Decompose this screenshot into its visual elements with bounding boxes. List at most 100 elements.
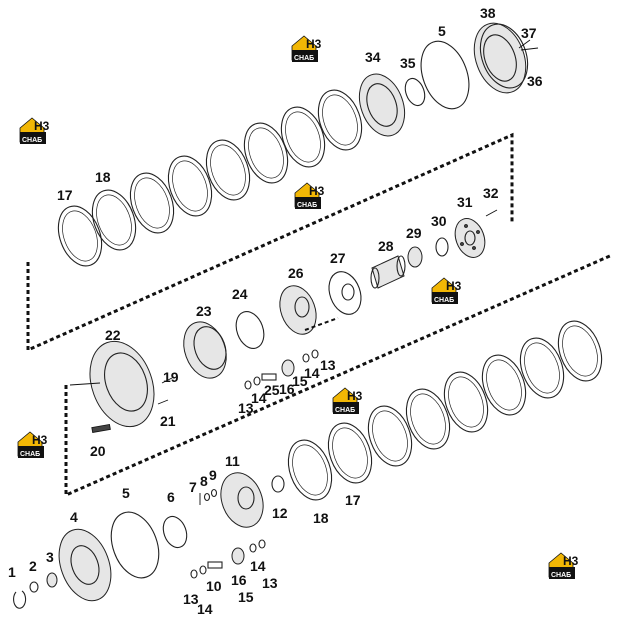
callout-20: 20 — [90, 443, 106, 459]
callout-13-bottom-right: 13 — [262, 575, 278, 591]
part-27-carrier-plate — [328, 271, 362, 315]
callout-9: 9 — [209, 467, 217, 483]
part-3-bearing — [46, 572, 58, 588]
callout-27: 27 — [330, 250, 346, 266]
logo-4-caption: CHAБ — [434, 297, 454, 304]
callout-22: 22 — [105, 327, 121, 343]
part-34-piston — [358, 73, 406, 137]
lower-clutch-plates — [287, 320, 603, 501]
callout-31: 31 — [457, 194, 473, 210]
logo-7-letters: H3 — [563, 554, 579, 568]
logo-1-caption: CHAБ — [294, 55, 314, 62]
callout-3: 3 — [46, 549, 54, 565]
callout-35: 35 — [400, 55, 416, 71]
callout-4: 4 — [70, 509, 78, 525]
callout-37: 37 — [521, 25, 537, 41]
callout-5-bottom: 5 — [122, 485, 130, 501]
logo-1-letters: H3 — [306, 37, 322, 51]
callout-14-bottom-right: 14 — [250, 558, 266, 574]
callout-14-mid-left: 14 — [251, 390, 267, 406]
callout-18-bottom: 18 — [313, 510, 329, 526]
callout-11: 11 — [225, 453, 240, 469]
logo-2-letters: H3 — [34, 119, 50, 133]
logo-1: H3 CHAБ — [291, 35, 322, 62]
callout-16-bottom: 16 — [231, 572, 247, 588]
logo-3: H3 CHAБ — [294, 182, 325, 209]
part-1-circlip — [13, 590, 27, 609]
logo-2: H3 CHAБ — [19, 117, 50, 144]
callout-2: 2 — [29, 558, 37, 574]
middle-small-parts — [244, 349, 319, 390]
callout-36: 36 — [527, 73, 543, 89]
callout-10: 10 — [206, 578, 222, 594]
callout-6: 6 — [167, 489, 175, 505]
callout-29: 29 — [406, 225, 422, 241]
part-11-gear-carrier — [220, 472, 264, 528]
callout-14-mid-right: 14 — [304, 365, 320, 381]
callout-18-top: 18 — [95, 169, 111, 185]
callout-13-mid-right: 13 — [320, 357, 336, 373]
part-22-shaft — [69, 382, 101, 386]
callout-25: 25 — [264, 382, 280, 398]
callout-1: 1 — [8, 564, 16, 580]
dashed-frame — [26, 132, 613, 498]
callout-13-bottom-left: 13 — [183, 591, 199, 607]
callout-23: 23 — [196, 303, 212, 319]
logo-4: H3 CHAБ — [431, 277, 462, 304]
part-30-ring — [435, 237, 449, 257]
callout-labels: 38 37 36 5 35 34 17 18 32 31 30 29 28 27… — [8, 5, 543, 617]
callout-15-bottom: 15 — [238, 589, 254, 605]
callout-21: 21 — [160, 413, 176, 429]
part-36-pin — [520, 47, 539, 51]
logo-6-letters: H3 — [32, 433, 48, 447]
callout-19: 19 — [163, 369, 179, 385]
logo-3-letters: H3 — [309, 184, 325, 198]
logo-5: H3 CHAБ — [332, 387, 363, 414]
logo-2-caption: CHAБ — [22, 137, 42, 144]
callout-17-bottom: 17 — [345, 492, 361, 508]
callout-12: 12 — [272, 505, 288, 521]
part-28-roller-bearing — [370, 255, 406, 289]
part-21-pin — [157, 399, 169, 405]
logo-6: H3 CHAБ — [17, 431, 48, 458]
middle-row-parts — [69, 209, 498, 433]
logo-6-caption: CHAБ — [20, 451, 40, 458]
callout-5-top: 5 — [438, 23, 446, 39]
part-8-washer — [203, 492, 211, 502]
part-12-ring — [271, 475, 285, 493]
callout-28: 28 — [378, 238, 394, 254]
part-23-ring-gear — [183, 321, 227, 379]
carrier-dash — [304, 317, 339, 331]
part-5-seal-ring-lower — [110, 511, 160, 579]
part-4-piston — [58, 528, 112, 602]
part-19-pin — [161, 377, 173, 384]
bottom-row-parts — [13, 472, 285, 609]
part-2-washer — [29, 581, 39, 593]
callout-24: 24 — [232, 286, 248, 302]
part-38-cover — [473, 22, 529, 94]
part-32-bolt — [485, 209, 498, 217]
part-20-pin — [91, 424, 111, 433]
logo-3-caption: CHAБ — [297, 202, 317, 209]
part-5-seal-ring — [420, 40, 470, 110]
callout-8: 8 — [200, 473, 208, 489]
part-26-planet-carrier — [279, 285, 317, 335]
logo-7-caption: CHAБ — [551, 572, 571, 579]
top-clutch-plates — [57, 89, 363, 267]
callout-38: 38 — [480, 5, 496, 21]
part-37-pin — [518, 39, 531, 49]
bottom-small-parts — [190, 539, 266, 579]
callout-17-top: 17 — [57, 187, 73, 203]
logo-5-caption: CHAБ — [335, 407, 355, 414]
part-29-bearing — [407, 246, 423, 268]
callout-14-bottom-left: 14 — [197, 601, 213, 617]
part-35-ring — [404, 77, 426, 107]
callout-34: 34 — [365, 49, 381, 65]
callout-16-mid: 16 — [279, 381, 295, 397]
callout-26: 26 — [288, 265, 304, 281]
top-row-parts — [57, 22, 539, 267]
part-22-housing — [89, 340, 155, 428]
callout-7: 7 — [189, 479, 197, 495]
